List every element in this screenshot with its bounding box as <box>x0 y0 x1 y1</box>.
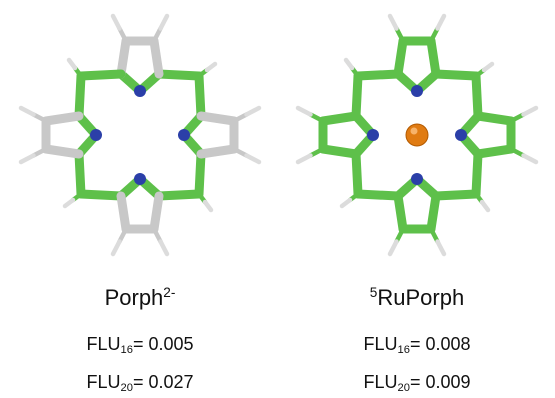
carbon-bond <box>431 189 481 201</box>
left-flu20: FLU20= 0.027 <box>86 372 194 394</box>
hydrogen-atom-bond <box>110 239 122 257</box>
hydrogen-atom-bond <box>202 199 214 213</box>
hydrogen-atom-bond <box>339 197 353 209</box>
carbon-bond <box>74 71 86 121</box>
carbon-bond <box>196 111 239 126</box>
hydrogen-atom-bond <box>343 57 355 71</box>
carbon-bond <box>473 111 516 126</box>
nitrogen-atom <box>411 85 423 97</box>
hydrogen-atom-bond <box>110 13 122 31</box>
hydrogen-atom-bond <box>295 105 313 117</box>
carbon-bond <box>318 144 361 159</box>
hydrogen-atom-bond <box>204 61 218 73</box>
hydrogen-atom-bond <box>521 105 539 117</box>
hydrogen-atom-bond <box>295 153 313 165</box>
carbon-bond <box>353 69 403 81</box>
carbon-bond <box>116 36 131 79</box>
ru-porph-structure <box>295 13 539 257</box>
carbon-bond <box>393 191 408 234</box>
nitrogen-atom <box>178 129 190 141</box>
right-molecule-name: 5RuPorph <box>369 284 465 310</box>
carbon-bond <box>76 69 126 81</box>
right-flu16: FLU16= 0.008 <box>363 334 471 356</box>
nitrogen-atom <box>367 129 379 141</box>
carbon-bond <box>194 149 206 199</box>
carbon-bond <box>393 36 408 79</box>
carbon-bond <box>154 69 204 81</box>
hydrogen-atom-bond <box>435 239 447 257</box>
hydrogen-atom-bond <box>435 13 447 31</box>
carbon-bond <box>154 189 204 201</box>
hydrogen-atom-bond <box>158 13 170 31</box>
nitrogen-atom <box>134 85 146 97</box>
hydrogen-atom-bond <box>387 13 399 31</box>
ruthenium-atom <box>405 123 429 147</box>
hydrogen-atom-bond <box>244 153 262 165</box>
hydrogen-atom-bond <box>481 61 495 73</box>
left-molecule-name: Porph2- <box>104 284 176 310</box>
hydrogen-atom-bond <box>62 197 76 209</box>
carbon-bond <box>351 71 363 121</box>
nitrogen-atom <box>134 173 146 185</box>
porph-2minus-structure <box>18 13 262 257</box>
carbon-bond <box>426 191 441 234</box>
carbon-bond <box>194 71 206 121</box>
right-flu20: FLU20= 0.009 <box>363 372 471 394</box>
carbon-bond <box>351 149 363 199</box>
carbon-bond <box>431 69 481 81</box>
carbon-bond <box>471 149 483 199</box>
carbon-bond <box>74 149 86 199</box>
carbon-bond <box>76 189 126 201</box>
ruthenium-highlight <box>410 127 418 135</box>
hydrogen-atom-bond <box>521 153 539 165</box>
hydrogen-atom-bond <box>479 199 491 213</box>
nitrogen-atom <box>455 129 467 141</box>
hydrogen-atom-bond <box>158 239 170 257</box>
hydrogen-atom-bond <box>18 153 36 165</box>
left-flu16: FLU16= 0.005 <box>86 334 194 356</box>
carbon-bond <box>471 71 483 121</box>
nitrogen-atom <box>90 129 102 141</box>
carbon-bond <box>196 144 239 159</box>
carbon-bond <box>318 111 361 126</box>
carbon-bond <box>426 36 441 79</box>
hydrogen-atom-bond <box>18 105 36 117</box>
carbon-bond <box>473 144 516 159</box>
carbon-bond <box>149 36 164 79</box>
carbon-bond <box>149 191 164 234</box>
hydrogen-atom-bond <box>244 105 262 117</box>
carbon-bond <box>116 191 131 234</box>
hydrogen-atom-bond <box>66 57 78 71</box>
carbon-bond <box>41 111 84 126</box>
carbon-bond <box>353 189 403 201</box>
hydrogen-atom-bond <box>387 239 399 257</box>
nitrogen-atom <box>411 173 423 185</box>
carbon-bond <box>41 144 84 159</box>
